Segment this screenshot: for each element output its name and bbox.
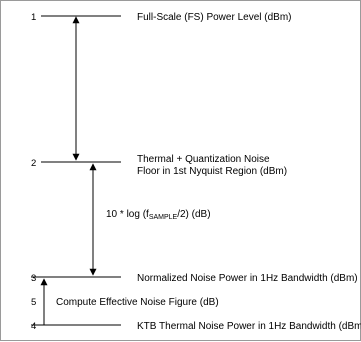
level-1-number: 1 — [31, 12, 36, 23]
level-4-number: 4 — [31, 321, 36, 332]
level-2-label-line2: Floor in 1st Nyquist Region (dBm) — [137, 166, 287, 177]
log-prefix: 10 * log (f — [106, 209, 149, 220]
log-annotation: 10 * log (fSAMPLE/2) (dB) — [106, 209, 211, 221]
log-subscript: SAMPLE — [149, 214, 178, 221]
level-3-label: Normalized Noise Power in 1Hz Bandwidth … — [137, 273, 358, 284]
level-2-number: 2 — [31, 158, 36, 169]
step-5-label: Compute Effective Noise Figure (dB) — [56, 297, 219, 308]
log-suffix: /2) (dB) — [177, 209, 210, 220]
step-5-number: 5 — [31, 297, 36, 308]
level-3-number: 3 — [31, 273, 36, 284]
level-2-label-line1: Thermal + Quantization Noise — [137, 154, 270, 165]
level-1-label: Full-Scale (FS) Power Level (dBm) — [137, 12, 291, 23]
level-4-label: KTB Thermal Noise Power in 1Hz Bandwidth… — [137, 321, 361, 332]
